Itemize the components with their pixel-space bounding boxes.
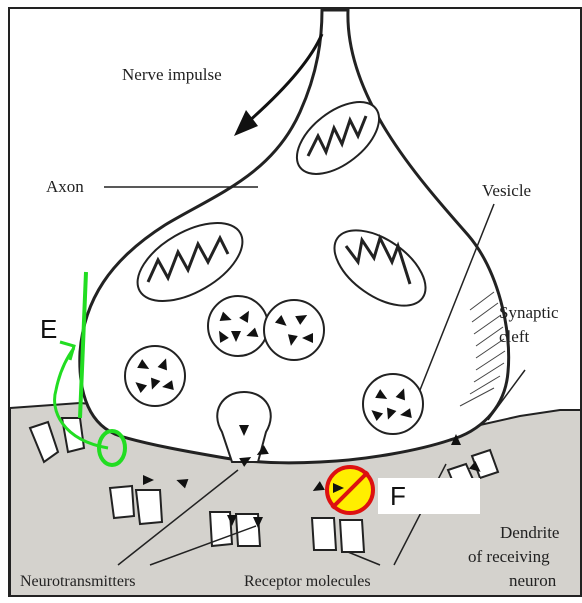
receptor-notch [136,490,162,524]
annotation-label-e: E [40,314,57,344]
receptor-notch [312,518,336,550]
receptor-notch [110,486,134,518]
label-vesicle: Vesicle [482,181,531,200]
label-dendrite: neuron [509,571,557,590]
vesicle [125,346,185,406]
vesicle [264,300,324,360]
label-synaptic-cleft: Synaptic [499,303,559,322]
label-neurotransmitters: Neurotransmitters [20,573,136,590]
annotation-label-f: F [390,481,406,511]
label-axon: Axon [46,177,84,196]
vesicle [208,296,268,356]
label-nerve-impulse: Nerve impulse [122,65,222,84]
label-dendrite: Dendrite [500,523,559,542]
label-dendrite: of receiving [468,547,550,566]
vesicle [363,374,423,434]
label-synaptic-cleft: cleft [499,327,529,346]
label-receptor-molecules: Receptor molecules [244,573,371,590]
receptor-notch [340,520,364,552]
